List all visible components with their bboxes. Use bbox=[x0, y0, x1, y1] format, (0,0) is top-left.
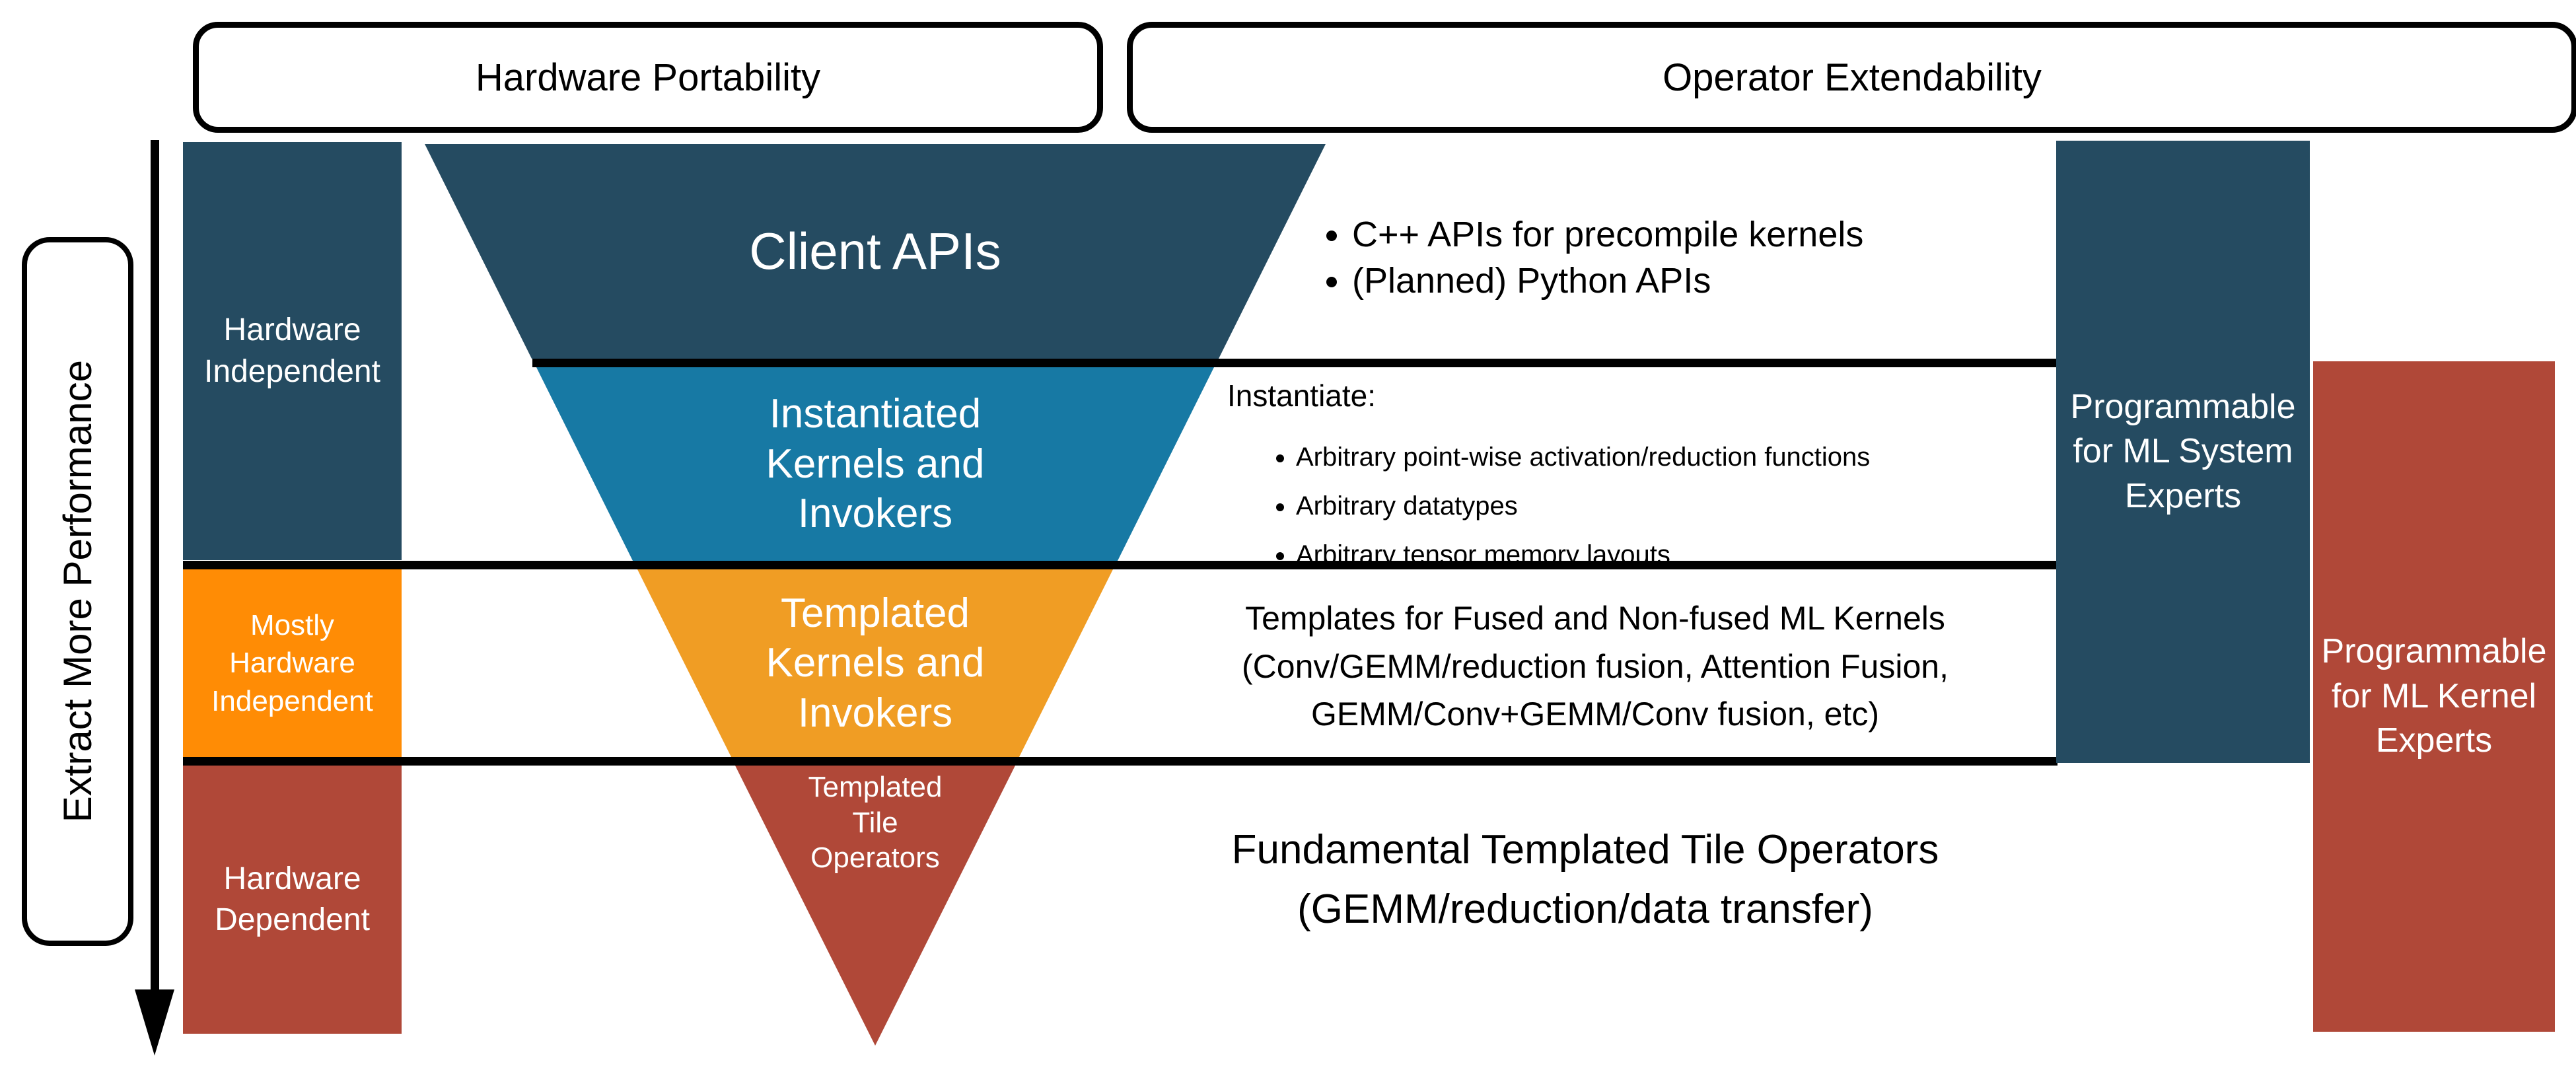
operator-extendability-box: Operator Extendability bbox=[1127, 22, 2576, 133]
divider-line-1 bbox=[532, 359, 2057, 367]
funnel-layer-instantiated-kernels: Instantiated Kernels and Invokers bbox=[536, 367, 1214, 561]
divider-line-2 bbox=[183, 561, 2057, 569]
funnel-layer-templated-kernels: Templated Kernels and Invokers bbox=[637, 569, 1113, 757]
mostly-hardware-independent-label: Mostly Hardware Independent bbox=[211, 609, 373, 717]
programmable-ml-kernel-block: Programmable for ML Kernel Experts bbox=[2313, 361, 2555, 1032]
hardware-independent-block: Hardware Independent bbox=[183, 142, 402, 560]
performance-arrow-line bbox=[151, 140, 159, 992]
list-item: (Planned) Python APIs bbox=[1352, 258, 2145, 304]
hardware-independent-label: Hardware Independent bbox=[204, 312, 380, 389]
funnel-layer-templated-kernels-label: Templated Kernels and Invokers bbox=[766, 590, 985, 736]
operator-extendability-label: Operator Extendability bbox=[1663, 55, 2042, 99]
fundamental-note: Fundamental Templated Tile Operators (GE… bbox=[1231, 827, 1939, 932]
programmable-ml-system-block: Programmable for ML System Experts bbox=[2056, 141, 2310, 763]
performance-arrow-head bbox=[135, 989, 174, 1056]
divider-line-3 bbox=[183, 757, 2057, 766]
extract-performance-label: Extract More Performance bbox=[55, 360, 100, 823]
list-item: Arbitrary tensor memory layouts bbox=[1296, 530, 2122, 579]
funnel-layer-tile-operators: Templated Tile Operators bbox=[735, 766, 1015, 1046]
extract-performance-box: Extract More Performance bbox=[22, 237, 133, 946]
hardware-portability-label: Hardware Portability bbox=[475, 55, 821, 99]
client-api-bullet-list: C++ APIs for precompile kernels (Planned… bbox=[1311, 211, 2145, 304]
hardware-dependent-block: Hardware Dependent bbox=[183, 766, 402, 1034]
instantiate-heading: Instantiate: bbox=[1227, 378, 1377, 413]
list-item: Arbitrary point-wise activation/reductio… bbox=[1296, 433, 2122, 482]
list-item: C++ APIs for precompile kernels bbox=[1352, 211, 2145, 258]
programmable-ml-kernel-label: Programmable for ML Kernel Experts bbox=[2321, 632, 2547, 760]
instantiate-bullet-list: Arbitrary point-wise activation/reductio… bbox=[1255, 433, 2122, 579]
programmable-ml-system-label: Programmable for ML System Experts bbox=[2070, 387, 2296, 515]
funnel-layer-tile-operators-label: Templated Tile Operators bbox=[808, 771, 943, 875]
funnel-layer-instantiated-kernels-label: Instantiated Kernels and Invokers bbox=[766, 391, 985, 537]
list-item: Arbitrary datatypes bbox=[1296, 482, 2122, 530]
templates-note: Templates for Fused and Non-fused ML Ker… bbox=[1242, 600, 1949, 733]
funnel-layer-client-apis-label: Client APIs bbox=[749, 222, 1001, 280]
hardware-portability-box: Hardware Portability bbox=[193, 22, 1103, 133]
mostly-hardware-independent-block: Mostly Hardware Independent bbox=[183, 569, 402, 757]
hardware-dependent-label: Hardware Dependent bbox=[215, 861, 370, 937]
funnel-layer-client-apis: Client APIs bbox=[425, 144, 1326, 359]
